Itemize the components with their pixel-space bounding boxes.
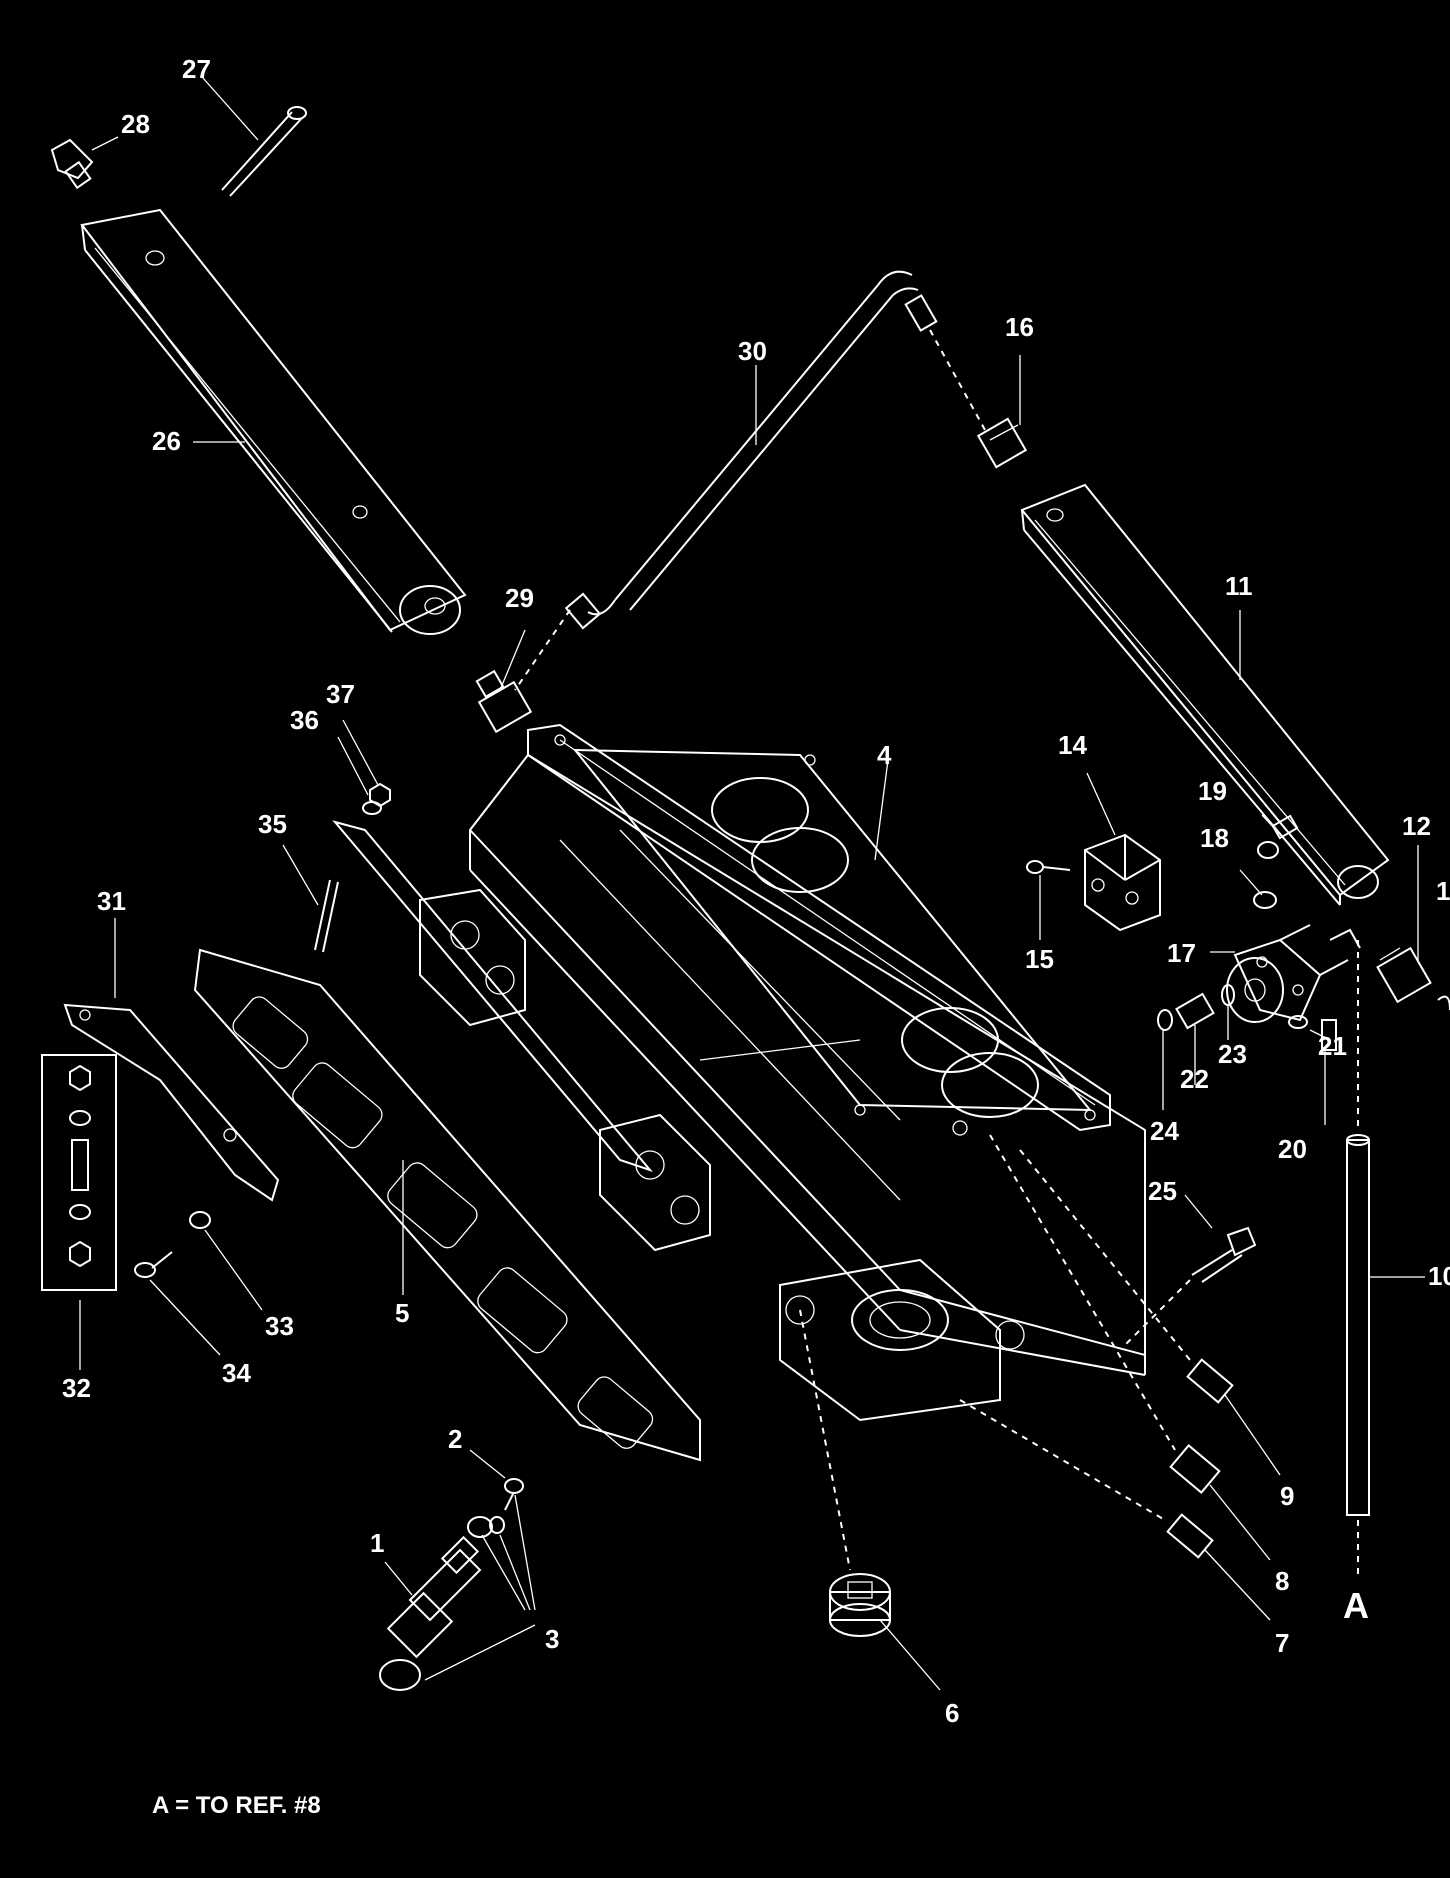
bolt-27 xyxy=(221,106,307,197)
intake-manifold-4 xyxy=(419,723,1146,1422)
callout-24: 24 xyxy=(1150,1116,1179,1146)
callout-36: 36 xyxy=(290,705,319,735)
callout-32: 32 xyxy=(62,1373,91,1403)
gasket-5 xyxy=(193,948,701,1462)
callout-26: 26 xyxy=(152,426,181,456)
callout-7: 7 xyxy=(1275,1628,1289,1658)
fuel-rail-left xyxy=(80,208,467,635)
nut-19 xyxy=(1257,841,1279,859)
connector-line xyxy=(989,1134,1176,1451)
fuel-injector-1 xyxy=(379,1535,482,1691)
callout-14: 14 xyxy=(1058,730,1087,760)
callout-2: 2 xyxy=(448,1424,462,1454)
callout-15: 15 xyxy=(1025,944,1054,974)
callout-11: 11 xyxy=(1225,571,1253,601)
callout-10: 10 xyxy=(1428,1261,1450,1291)
callout-19: 19 xyxy=(1198,776,1227,806)
fitting-9 xyxy=(1186,1358,1234,1404)
callout-23: 23 xyxy=(1218,1039,1247,1069)
fitting-7 xyxy=(1166,1513,1214,1559)
washer-33 xyxy=(189,1211,211,1229)
o-ring-18 xyxy=(1253,891,1277,909)
fitting-16 xyxy=(976,417,1028,469)
screw-15 xyxy=(1026,860,1071,874)
callout-27: 27 xyxy=(182,54,211,84)
connector-line xyxy=(514,609,571,691)
connector-line xyxy=(1124,1279,1191,1346)
fitting-8 xyxy=(1169,1444,1221,1494)
callout-3: 3 xyxy=(545,1624,559,1654)
nut-37 xyxy=(369,782,391,808)
stud-35 xyxy=(314,879,339,953)
callout-17: 17 xyxy=(1167,938,1196,968)
screw-34 xyxy=(134,1251,173,1278)
seal-kit-3 xyxy=(467,1516,505,1538)
screw-2 xyxy=(504,1478,524,1511)
callout-30: 30 xyxy=(738,336,767,366)
callout-37: 37 xyxy=(326,679,355,709)
callout-22: 22 xyxy=(1180,1064,1209,1094)
washer-21 xyxy=(1288,1015,1308,1029)
o-ring-24 xyxy=(1157,1009,1173,1031)
callout-31: 31 xyxy=(97,886,126,916)
footnote: A = TO REF. #8 xyxy=(152,1792,321,1819)
fuel-line-10 xyxy=(1346,1134,1370,1516)
hardware-kit-32 xyxy=(41,1054,117,1291)
connector-line xyxy=(1019,1149,1191,1361)
ref-marker-a: A xyxy=(1343,1585,1369,1626)
callout-1: 1 xyxy=(370,1528,384,1558)
leader-lines xyxy=(79,77,1425,1691)
pressure-regulator-17 xyxy=(1226,924,1361,1023)
fitting-29 xyxy=(475,669,533,734)
callout-20: 20 xyxy=(1278,1134,1307,1164)
callout-28: 28 xyxy=(121,109,150,139)
callout-34: 34 xyxy=(222,1358,251,1388)
bolt-25 xyxy=(1191,1226,1257,1283)
fitting-12 xyxy=(1376,946,1450,1011)
callout-9: 9 xyxy=(1280,1481,1294,1511)
spacer-35-plate xyxy=(332,820,654,1173)
callout-6: 6 xyxy=(945,1698,959,1728)
callout-5: 5 xyxy=(395,1298,409,1328)
callout-12: 12 xyxy=(1402,811,1431,841)
callout-18: 18 xyxy=(1200,823,1229,853)
screw-20 xyxy=(1321,1019,1337,1051)
callout-8: 8 xyxy=(1275,1566,1289,1596)
connector-line xyxy=(959,1399,1166,1521)
callout-33: 33 xyxy=(265,1311,294,1341)
callout-13: 1 xyxy=(1436,876,1450,906)
fitting-22 xyxy=(1175,992,1215,1030)
callout-21: 21 xyxy=(1318,1031,1347,1061)
bracket-14 xyxy=(1084,833,1161,932)
bracket-31 xyxy=(63,1003,280,1202)
callout-4: 4 xyxy=(877,740,892,770)
connector-line xyxy=(799,1309,851,1571)
washer-36 xyxy=(362,801,382,815)
callout-35: 35 xyxy=(258,809,287,839)
connector-line xyxy=(929,329,986,431)
callout-29: 29 xyxy=(505,583,534,613)
plug-6 xyxy=(829,1573,891,1637)
callout-25: 25 xyxy=(1148,1176,1177,1206)
fuel-line-30 xyxy=(564,270,938,630)
fitting-28 xyxy=(50,138,94,190)
callout-16: 16 xyxy=(1005,312,1034,342)
